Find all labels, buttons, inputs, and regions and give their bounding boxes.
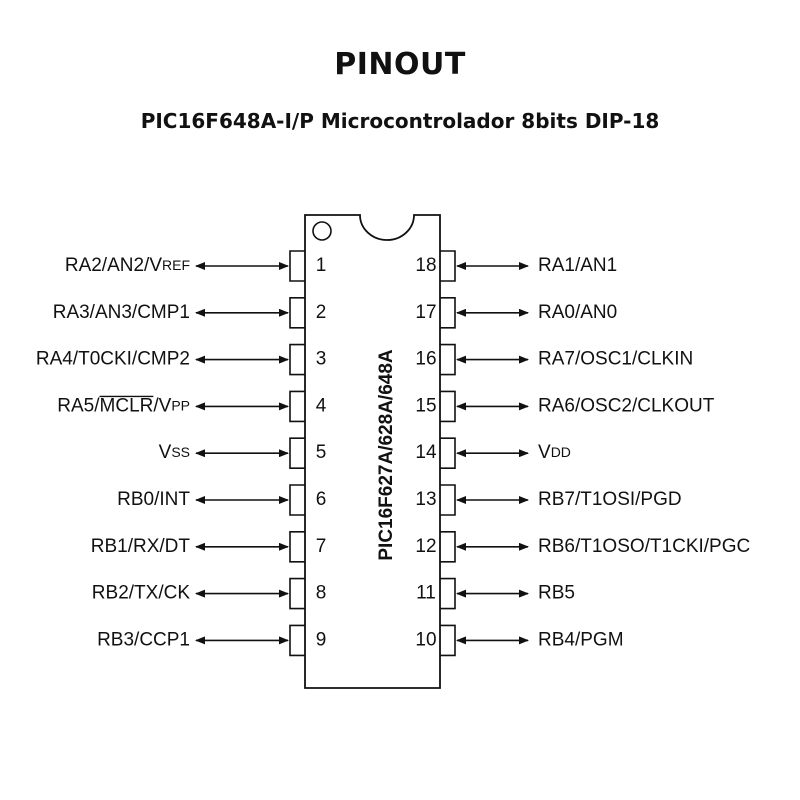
pin-label-left: RA3/AN3/CMP1 [53,302,190,323]
pin-number: 2 [316,302,327,323]
pin-label-left: RB1/RX/DT [91,536,191,557]
pin-tab-right [440,577,456,610]
chip-body [304,214,441,689]
pin-number: 8 [316,583,327,604]
pin-label-left-part: RB0/INT [117,489,190,510]
pin-label-left-part: REF [162,257,190,273]
pin-number: 14 [415,442,437,463]
pin-label-left: RA4/T0CKI/CMP2 [36,349,190,370]
pin-label-right-part: RB5 [538,583,575,604]
pin-label-right-part: RA0/AN0 [538,302,617,323]
pin-label-left-part: V [159,442,172,463]
pin-tab-right [440,250,456,282]
pin-tab-left [289,624,305,657]
pin-number: 10 [415,629,436,650]
pin-label-left-part: RA5/ [57,395,100,416]
pin-label-left-part: PP [171,397,190,413]
pin-label-right: RA0/AN0 [538,302,617,323]
pin-tab-left [289,250,305,282]
pin-label-right: RA1/AN1 [538,255,617,276]
pin-label-right: RB4/PGM [538,629,624,650]
pin-number: 7 [316,536,327,557]
pin-number: 11 [416,583,436,604]
pin-tab-left [289,484,305,516]
pin-number: 17 [415,302,436,323]
pin-tab-left [289,390,305,423]
pins-layer: 1 RA2/AN2/VREF 2 RA3/AN3/CMP1 3 RA4/T0CKI/CMP… [36,250,750,657]
pin-label-left-part: RB2/TX/CK [92,583,191,604]
pin-label-left-part: RA2/AN2/V [65,255,162,276]
pin-number: 1 [316,255,327,276]
pin-label-right: VDD [538,442,571,463]
pin-tab-right [440,484,456,516]
pin-number: 18 [415,255,436,276]
pin-tab-right [440,297,456,329]
pin-tab-right [440,390,456,423]
pin-tab-right [440,624,456,657]
pin-label-left: RB2/TX/CK [92,583,191,604]
pin-label-left-part: RB3/CCP1 [97,629,190,650]
pin-number: 6 [316,489,327,510]
pin-label-left-part: RB1/RX/DT [91,536,191,557]
pin-label-left: RB3/CCP1 [97,629,190,650]
page-subtitle: PIC16F648A-I/P Microcontrolador 8bits DI… [140,109,660,133]
pin-label-right: RA6/OSC2/CLKOUT [538,395,715,416]
pin-label-right-part: V [538,442,551,463]
pin-label-left-part: /V [153,395,171,416]
pin-tab-right [440,437,456,469]
pin-label-right-part: RB4/PGM [538,629,624,650]
pin-tab-right [440,531,456,563]
pin-number: 16 [415,349,436,370]
pin-label-right-part: RA1/AN1 [538,255,617,276]
pin-number: 13 [415,489,436,510]
pin-number: 5 [316,442,327,463]
pin-label-right-part: RB7/T1OSI/PGD [538,489,682,510]
pin-label-left-part: MCLR [100,395,154,416]
pin-label-right: RB7/T1OSI/PGD [538,489,682,510]
pin-number: 9 [316,629,327,650]
pin-label-right: RB6/T1OSO/T1CKI/PGC [538,536,750,557]
pin-tab-left [289,531,305,563]
chip-part-label: PIC16F627A/628A/648A [376,349,397,561]
pin-label-right-part: RA7/OSC1/CLKIN [538,349,693,370]
pin-number: 15 [415,395,436,416]
pin-number: 3 [316,349,327,370]
pin-label-left-part: RA3/AN3/CMP1 [53,302,190,323]
pin-label-right: RB5 [538,583,575,604]
page-title: PINOUT [334,47,466,82]
pin-tab-right [440,343,456,376]
pin-label-right-part: RB6/T1OSO/T1CKI/PGC [538,536,750,557]
pin-label-right-part: DD [551,444,571,460]
pin1-indicator-dot [312,221,332,241]
pin-label-right-part: RA6/OSC2/CLKOUT [538,395,715,416]
pin-label-left: RA2/AN2/VREF [65,255,190,276]
pin-number: 4 [316,395,327,416]
pin-label-right: RA7/OSC1/CLKIN [538,349,693,370]
pin-tab-left [289,437,305,469]
pin-tab-left [289,343,305,376]
pin-label-left-part: RA4/T0CKI/CMP2 [36,349,190,370]
pin-label-left: VSS [159,442,190,463]
pin-tab-left [289,297,305,329]
pin-tab-left [289,577,305,610]
pin-label-left: RB0/INT [117,489,190,510]
pin-label-left: RA5/MCLR/VPP [57,395,190,416]
pin-label-left-part: SS [171,444,190,460]
pin-number: 12 [415,536,436,557]
